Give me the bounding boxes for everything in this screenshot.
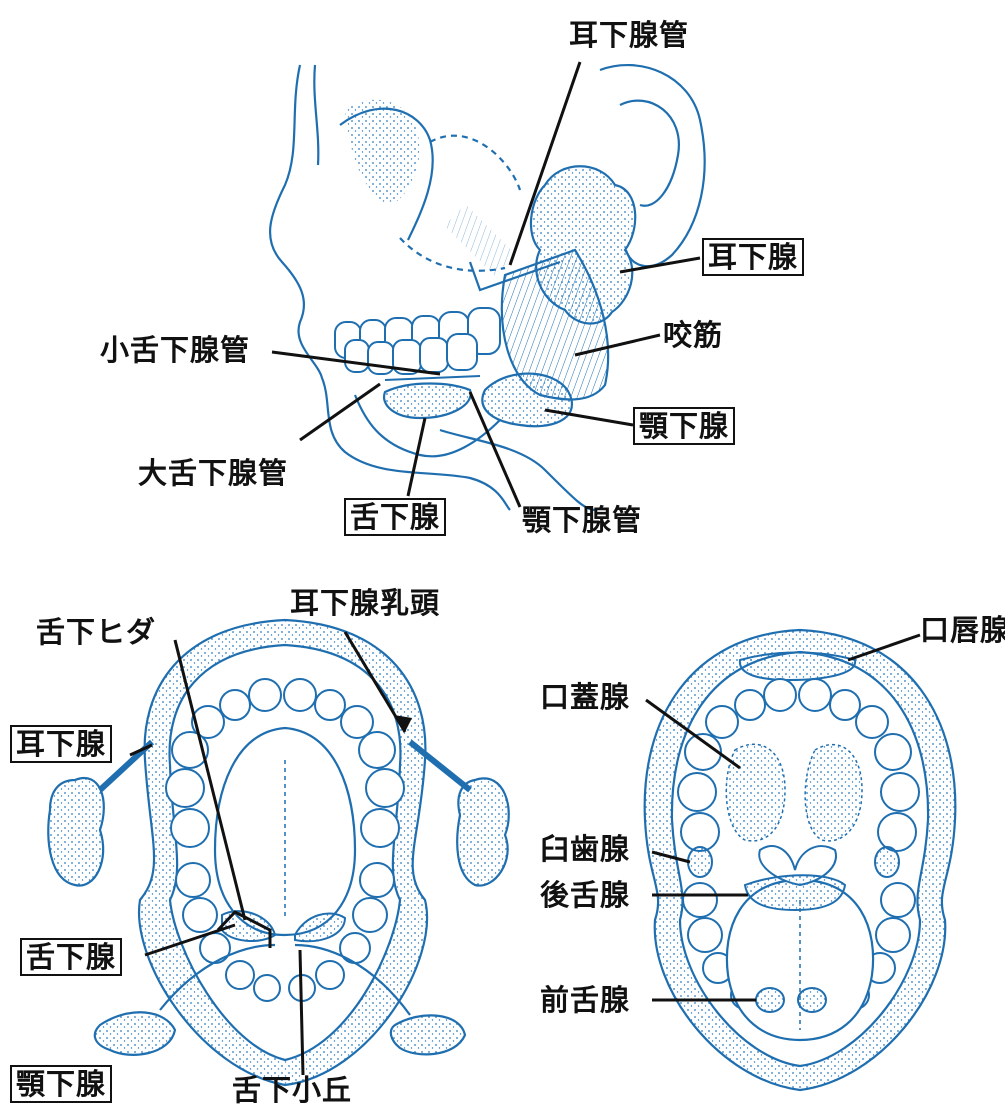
label-parotid-duct: 耳下腺管 — [569, 18, 689, 52]
label-sublingual-fold: 舌下ヒダ — [36, 615, 156, 649]
label-sublingual-gland-top: 舌下腺 — [344, 498, 446, 536]
anterior-lingual-gland-right — [798, 988, 826, 1012]
submandibular-gland-left — [95, 1012, 175, 1055]
submandibular-gland-top — [482, 374, 572, 427]
label-minor-sublingual-ducts: 小舌下腺管 — [100, 333, 250, 367]
label-posterior-lingual-glands: 後舌腺 — [540, 878, 630, 912]
nose-stipple — [345, 100, 419, 205]
label-palatine-glands: 口蓋腺 — [540, 680, 630, 714]
sublingual-gland-top — [384, 384, 471, 419]
submandibular-gland-right — [391, 1015, 465, 1054]
label-major-sublingual-duct: 大舌下腺管 — [138, 456, 288, 490]
molar-gland-right — [875, 847, 899, 877]
label-sublingual-caruncle: 舌下小丘 — [232, 1073, 352, 1107]
label-anterior-lingual-glands: 前舌腺 — [540, 983, 630, 1017]
molar-gland-left — [688, 847, 712, 877]
anterior-lingual-gland-left — [756, 988, 784, 1012]
label-submandibular-duct: 顎下腺管 — [522, 503, 642, 537]
label-sublingual-gland-left: 舌下腺 — [20, 938, 122, 976]
posterior-lingual-gland — [745, 875, 845, 910]
label-molar-glands: 臼歯腺 — [540, 832, 630, 866]
label-masseter: 咬筋 — [663, 318, 723, 352]
label-labial-glands: 口唇腺 — [920, 613, 1005, 647]
palatine-gland-right — [805, 745, 862, 841]
label-parotid-papilla: 耳下腺乳頭 — [290, 586, 440, 620]
label-parotid-gland-top: 耳下腺 — [702, 238, 804, 276]
label-parotid-gland-left: 耳下腺 — [10, 725, 112, 763]
label-submandibular-gland-top: 顎下腺 — [633, 407, 735, 445]
parotid-gland-left — [48, 778, 104, 886]
parotid-gland-right — [457, 778, 509, 885]
labial-gland — [740, 653, 855, 681]
palatine-gland-left — [726, 744, 785, 841]
tongue-left — [215, 728, 355, 935]
label-submandibular-gland-left: 顎下腺 — [10, 1065, 112, 1103]
